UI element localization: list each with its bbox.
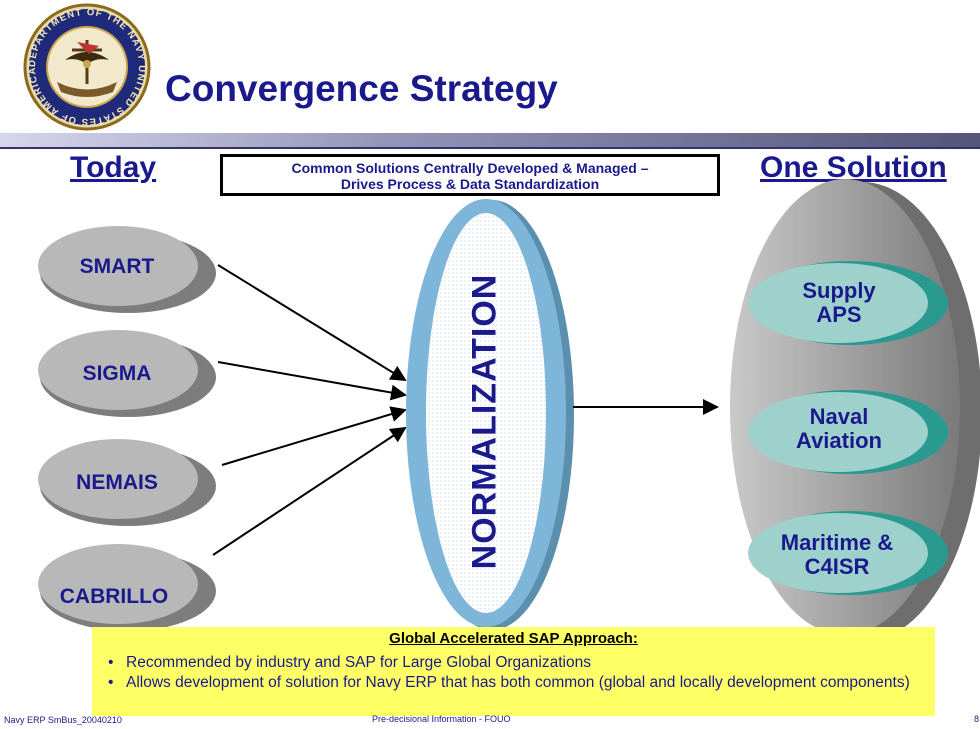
normalization-text: NORMALIZATION: [465, 273, 504, 569]
footer-classification: Pre-decisional Information - FOUO: [372, 714, 511, 724]
banner-line-1: Common Solutions Centrally Developed & M…: [291, 160, 649, 176]
solution-disk-aviation: [748, 390, 948, 474]
solution-label-aviation: Naval Aviation: [764, 405, 914, 453]
today-heading: Today: [70, 151, 157, 184]
normalization-label: NORMALIZATION: [460, 256, 510, 586]
arrow-cabrillo: [212, 426, 407, 556]
solution-maritime-line-2: C4ISR: [804, 554, 870, 579]
normalization-ellipse: [406, 199, 574, 630]
solution-supply-line-2: APS: [816, 302, 862, 327]
header-divider-line: [0, 147, 980, 149]
legacy-label-smart: SMART: [79, 255, 155, 278]
footer-page-number: 8: [974, 714, 980, 724]
approach-bullet-1: • Recommended by industry and SAP for La…: [108, 654, 923, 672]
solution-aviation-line-2: Aviation: [796, 428, 882, 453]
approach-bullet-2: • Allows development of solution for Nav…: [108, 674, 923, 692]
legacy-label-nemais: NEMAIS: [76, 471, 158, 494]
legacy-label-cabrillo: CABRILLO: [59, 585, 169, 608]
navy-seal-logo: DEPARTMENT OF THE NAVY UNITED STATES OF …: [23, 3, 151, 131]
approach-heading: Global Accelerated SAP Approach:: [389, 630, 638, 647]
solution-disk-maritime: [748, 511, 948, 595]
arrow-sigma: [217, 361, 407, 401]
legacy-disk-smart: [38, 226, 216, 313]
approach-box: [92, 627, 935, 716]
solution-label-maritime: Maritime & C4ISR: [762, 531, 912, 579]
common-solutions-banner: Common Solutions Centrally Developed & M…: [220, 154, 720, 196]
approach-bullet-2-text: Allows development of solution for Navy …: [126, 674, 910, 691]
legacy-disk-nemais: [38, 439, 216, 526]
one-solution-heading: One Solution: [760, 151, 947, 184]
solution-disk-supply: [748, 261, 948, 345]
arrow-nemais: [221, 406, 407, 466]
legacy-label-sigma: SIGMA: [82, 362, 152, 385]
approach-bullet-1-text: Recommended by industry and SAP for Larg…: [126, 654, 591, 671]
solution-maritime-line-1: Maritime &: [780, 530, 894, 555]
solution-label-supply: Supply APS: [764, 279, 914, 327]
banner-line-2: Drives Process & Data Standardization: [340, 176, 600, 192]
legacy-disk-cabrillo: [38, 544, 216, 631]
solution-supply-line-1: Supply: [802, 278, 876, 303]
solution-aviation-line-1: Naval: [809, 404, 869, 429]
legacy-disk-sigma: [38, 330, 216, 417]
header-divider: [0, 133, 980, 147]
arrow-smart: [217, 264, 407, 382]
bullet-dot-icon: •: [108, 674, 114, 691]
page-title: Convergence Strategy: [165, 68, 558, 109]
footer-doc-id: Navy ERP SmBus_20040210: [4, 715, 122, 725]
bullet-dot-icon: •: [108, 654, 114, 671]
